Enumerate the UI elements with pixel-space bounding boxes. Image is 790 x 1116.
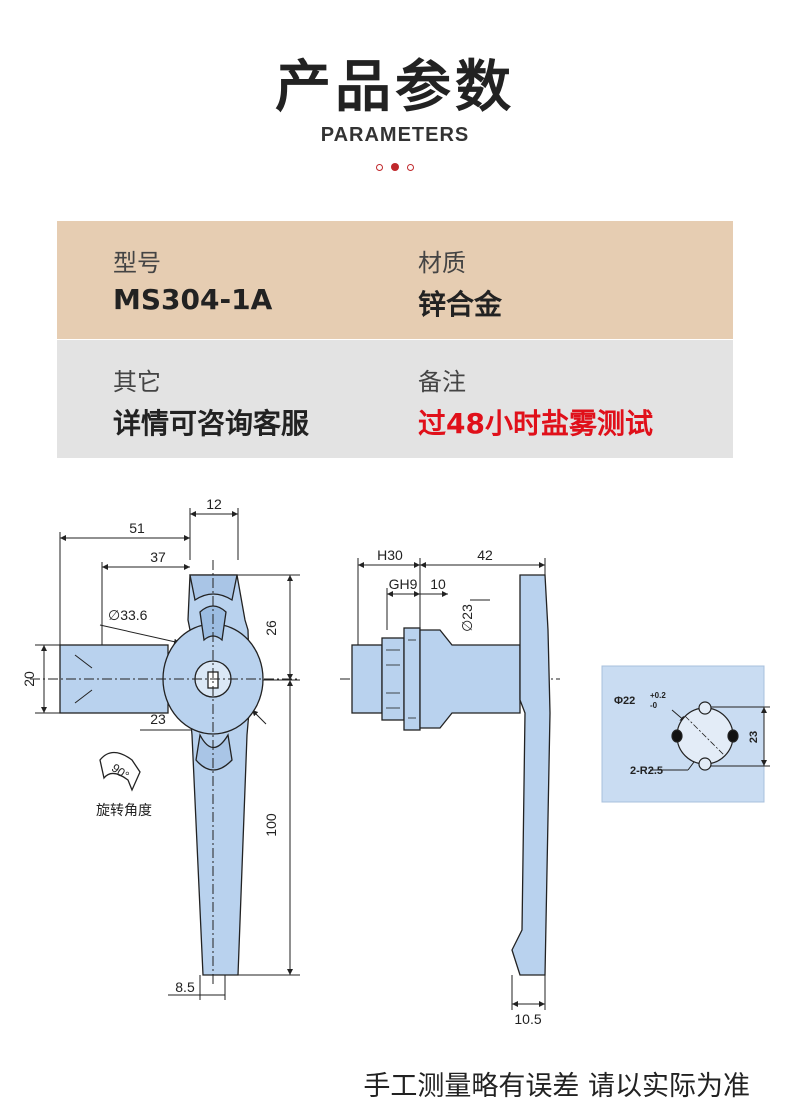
material-value: 锌合金 [418, 288, 503, 321]
technical-drawing: 12 51 37 ∅33.6 26 20 23 100 8.5 90° 旋转角度 [21, 496, 770, 1027]
cutout-radius: 2-R2.5 [630, 765, 663, 777]
dim-8-5: 8.5 [175, 979, 195, 995]
dim-gh9: GH9 [389, 576, 418, 592]
material-label: 材质 [418, 249, 466, 277]
page-title: 产品参数 [275, 55, 515, 120]
cutout-dim-23: 23 [748, 731, 760, 743]
dim-26: 26 [263, 620, 279, 636]
dim-dia-23: ∅23 [459, 604, 475, 632]
note-label: 备注 [418, 368, 466, 396]
rotation-arrow-icon [99, 751, 141, 792]
cutout-phi: Φ22 [614, 695, 635, 707]
other-label: 其它 [113, 368, 161, 396]
dim-dia-33: ∅33.6 [108, 607, 148, 623]
dim-10-5: 10.5 [514, 1011, 541, 1027]
dot-outline-right [407, 164, 414, 171]
dim-h30: H30 [377, 547, 403, 563]
model-value: MS304-1A [113, 283, 273, 316]
cutout-tol-down: -0 [650, 701, 658, 710]
footer-note: 手工测量略有误差 请以实际为准 [363, 1071, 750, 1102]
page-subtitle: PARAMETERS [320, 124, 470, 146]
dim-100: 100 [263, 813, 279, 837]
dim-23: 23 [150, 711, 166, 727]
cutout-tol-up: +0.2 [650, 691, 666, 700]
decorative-dots [372, 162, 418, 174]
dim-10: 10 [430, 576, 446, 592]
dot-filled [391, 163, 399, 171]
params-row-2: 其它 详情可咨询客服 备注 过48小时盐雾测试 [57, 340, 733, 458]
model-label: 型号 [113, 249, 161, 277]
note-value: 过48小时盐雾测试 [418, 407, 653, 440]
dim-42: 42 [477, 547, 493, 563]
other-value: 详情可咨询客服 [113, 407, 310, 440]
dim-12: 12 [206, 496, 222, 512]
dim-37: 37 [150, 549, 166, 565]
dim-51: 51 [129, 520, 145, 536]
dot-outline-left [376, 164, 383, 171]
params-row-1: 型号 MS304-1A 材质 锌合金 [57, 221, 733, 339]
rotate-label: 旋转角度 [96, 802, 152, 818]
dim-20: 20 [21, 671, 37, 687]
